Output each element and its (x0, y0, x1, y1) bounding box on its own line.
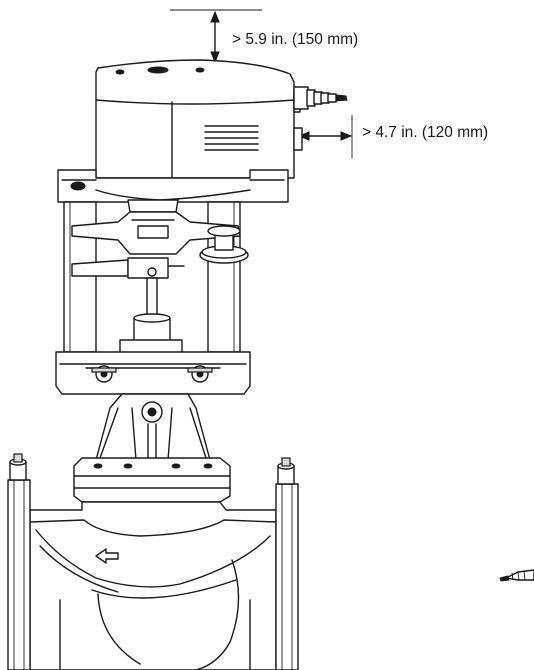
flow-direction-arrow-icon (95, 548, 119, 564)
cable-detail (499, 569, 534, 582)
side-knob (199, 225, 249, 264)
bonnet-flange (73, 457, 231, 503)
cable-gland (293, 86, 348, 110)
coupling-mechanism (71, 199, 249, 279)
vent-slots (204, 125, 259, 151)
right-pipe-flange (275, 457, 299, 670)
valve-body (29, 501, 277, 670)
left-pipe-flange (7, 453, 31, 670)
valve-bonnet (95, 393, 211, 463)
yoke-top-flange (57, 169, 289, 203)
valve-stem (119, 277, 183, 355)
top-clearance-label: > 5.9 in. (150 mm) (232, 31, 359, 48)
actuator-housing (95, 59, 303, 179)
top-clearance-dimension (170, 9, 262, 64)
side-clearance-dimension (297, 115, 353, 158)
side-clearance-label: > 4.7 in. (120 mm) (362, 124, 489, 141)
yoke-bottom-flange (55, 351, 251, 395)
